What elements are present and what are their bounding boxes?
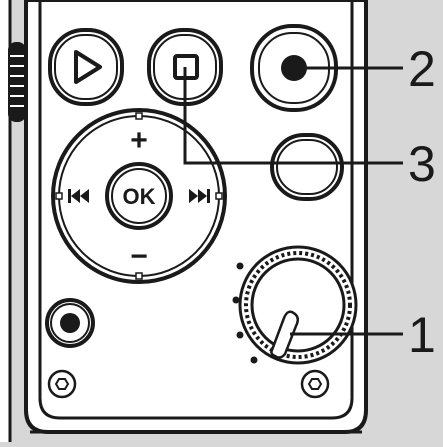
- skip-forward-icon[interactable]: [189, 189, 210, 203]
- ok-button[interactable]: OK: [105, 162, 173, 230]
- ok-button-label: OK: [123, 184, 156, 209]
- callout-line-3: [183, 67, 403, 165]
- record-dot-icon: [60, 313, 80, 333]
- led-button[interactable]: [45, 298, 95, 348]
- erase-button[interactable]: [270, 133, 344, 201]
- device-side-edge: [0, 0, 26, 442]
- callout-label-3: 3: [408, 136, 436, 192]
- screw-left-icon: [47, 369, 77, 399]
- dpad[interactable]: + − OK: [51, 108, 227, 284]
- screw-right-icon: [300, 369, 330, 399]
- dpad-down-minus[interactable]: −: [130, 240, 148, 273]
- callout-label-1: 1: [408, 307, 436, 363]
- dpad-up-plus[interactable]: +: [130, 124, 148, 157]
- callout-label-2: 2: [408, 41, 436, 97]
- device-inner-panel: [38, 0, 354, 420]
- side-grip-icon: [8, 42, 26, 122]
- callout-lines: [183, 66, 403, 336]
- volume-dial[interactable]: [238, 245, 358, 365]
- dial-indicator-icon: [270, 310, 299, 359]
- volume-scale-dots: [232, 262, 258, 364]
- play-icon: [74, 50, 102, 84]
- play-button[interactable]: [48, 28, 124, 106]
- skip-back-icon[interactable]: [68, 189, 89, 203]
